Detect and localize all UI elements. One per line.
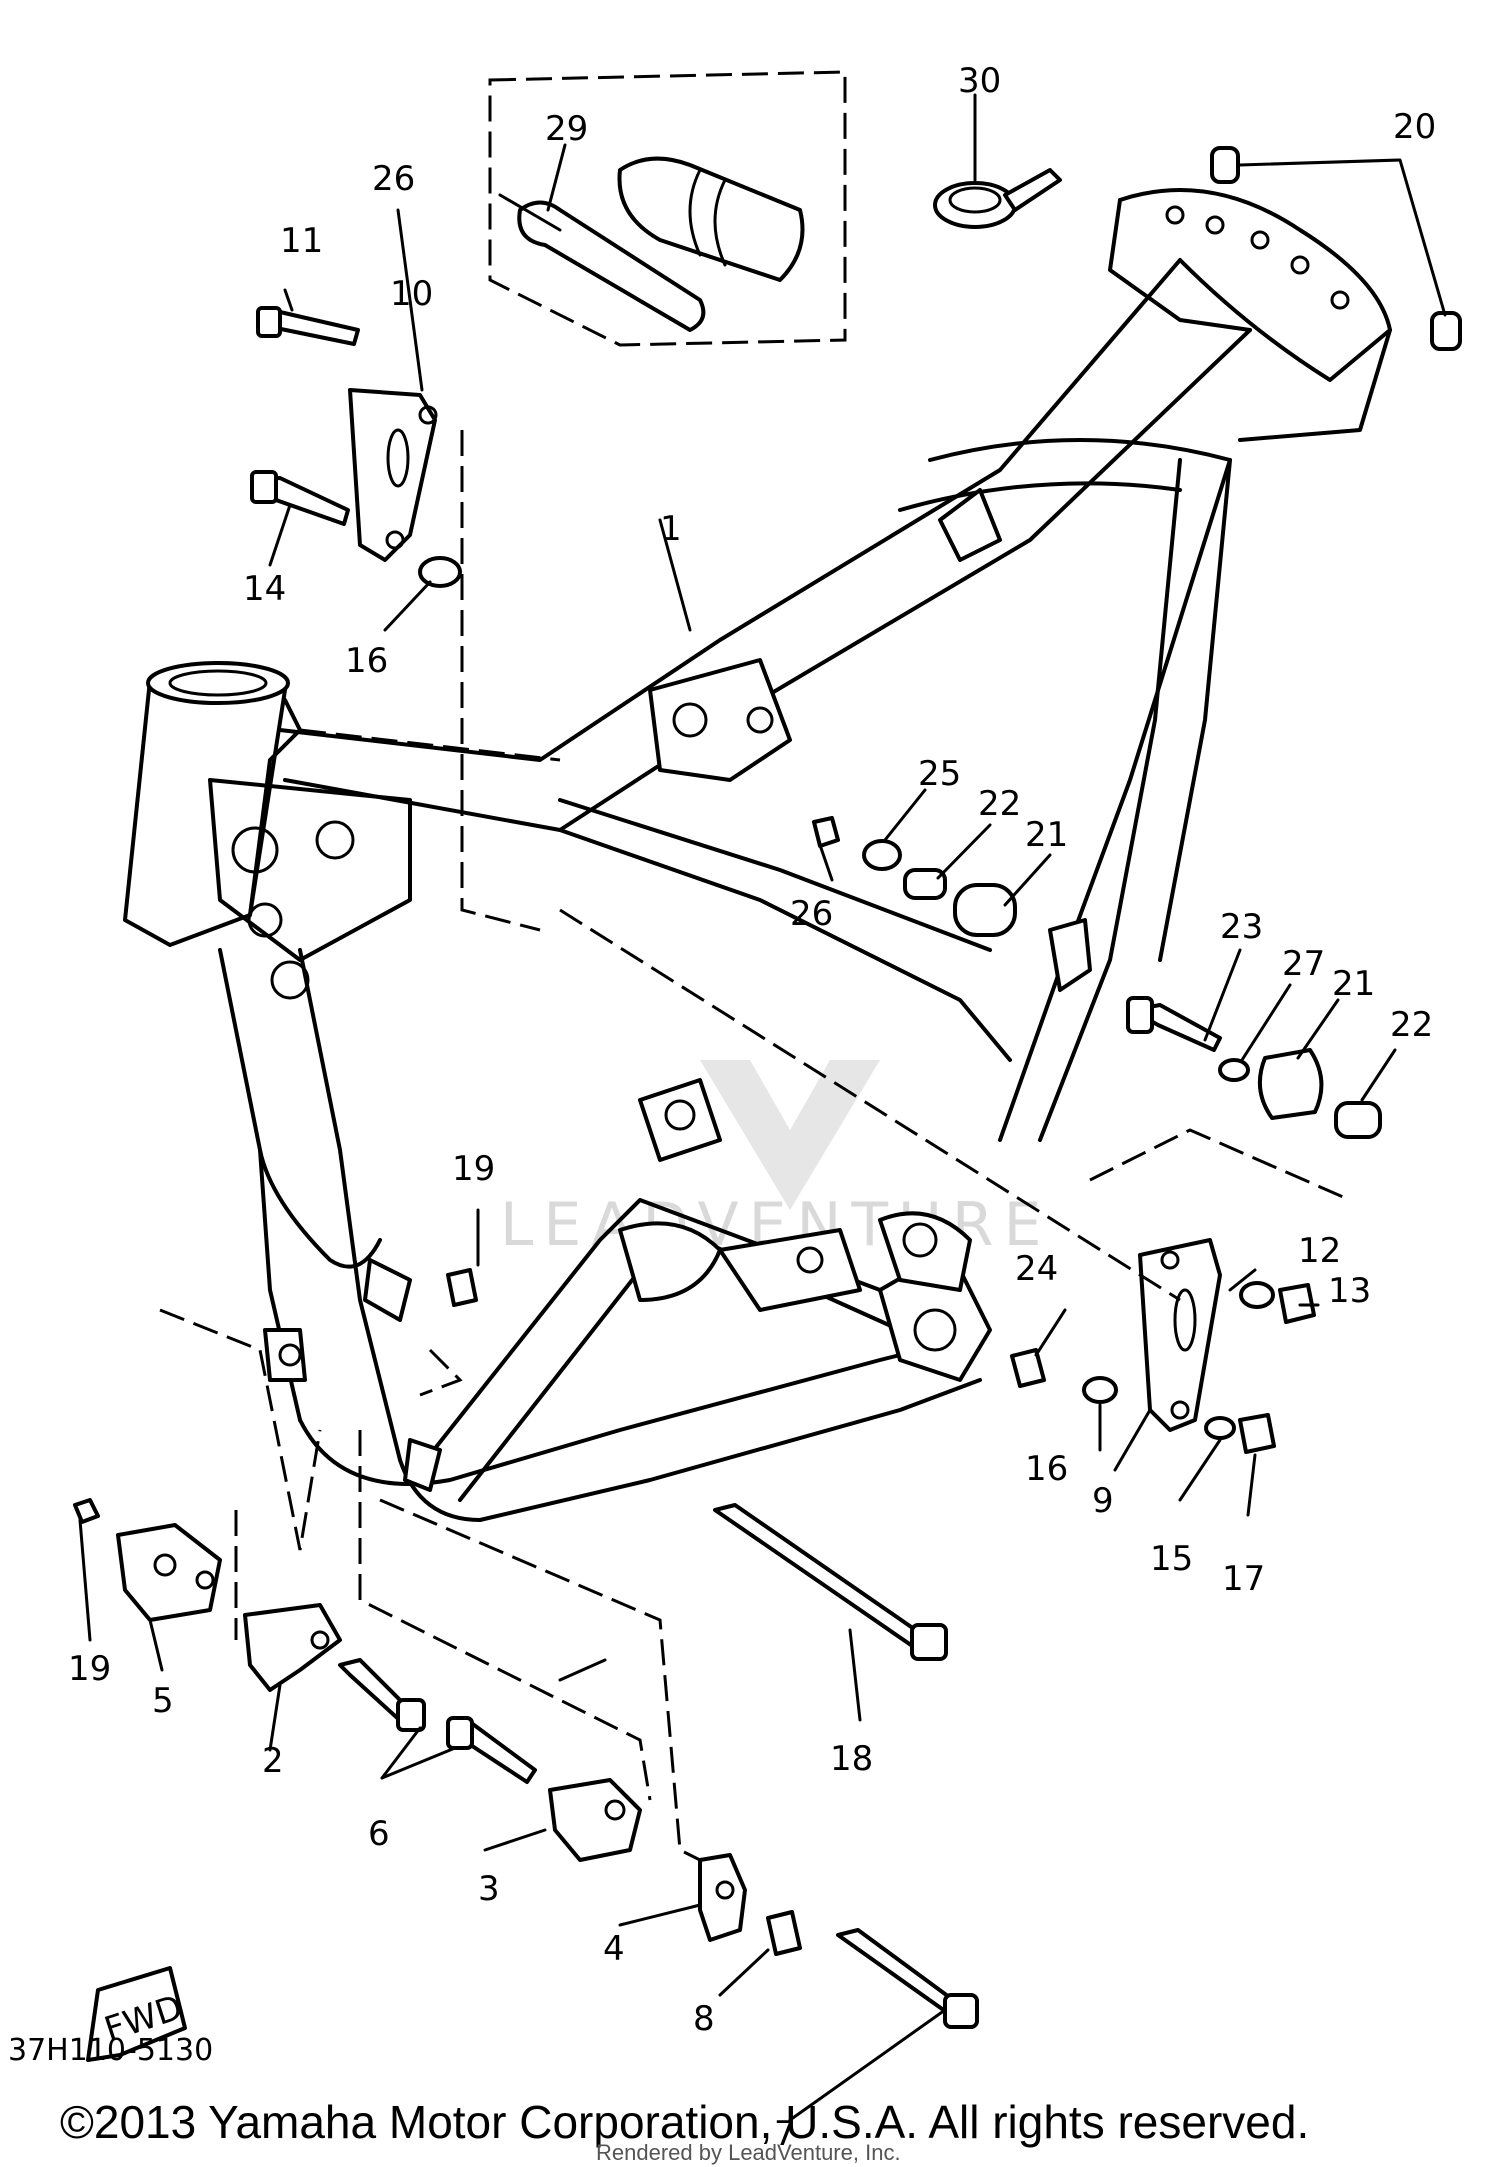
callout-7: 7 [774,2114,796,2154]
callout-10: 10 [390,274,433,314]
copyright-notice: ©2013 Yamaha Motor Corporation, U.S.A. A… [60,2096,1310,2148]
callout-1: 1 [660,509,682,549]
callout-26a: 26 [372,159,415,199]
callout-8: 8 [693,1999,715,2039]
callout-18: 18 [830,1739,873,1779]
callout-3: 3 [478,1869,500,1909]
diagram-code: 37H110-5130 [8,2033,213,2068]
callout-22b: 22 [1390,1005,1433,1045]
callout-9: 9 [1092,1481,1114,1521]
rendered-by-notice: Rendered by LeadVenture, Inc. [596,2140,901,2165]
callout-30: 30 [958,61,1001,101]
callout-27: 27 [1282,944,1325,984]
callout-19b: 19 [68,1649,111,1689]
callout-25: 25 [918,754,961,794]
callout-16a: 16 [345,641,388,681]
callout-21b: 21 [1332,964,1375,1004]
callout-16b: 16 [1025,1449,1068,1489]
callout-29: 29 [545,109,588,149]
main-frame [123,188,1392,1522]
assembly-lines [159,430,1351,1862]
callout-22a: 22 [978,784,1021,824]
callout-15: 15 [1150,1539,1193,1579]
callout-4: 4 [603,1929,625,1969]
callout-21a: 21 [1025,815,1068,855]
callout-23: 23 [1220,907,1263,947]
callout-19a: 19 [452,1149,495,1189]
watermark: LEADVENTURE [500,1060,1042,1260]
callout-5: 5 [152,1681,174,1721]
callout-2: 2 [262,1741,284,1781]
callout-14: 14 [243,569,286,609]
callout-20: 20 [1393,107,1436,147]
callout-6: 6 [368,1814,390,1854]
callout-26b: 26 [790,894,833,934]
hardware: FWD [73,306,1382,2062]
callout-17: 17 [1222,1559,1265,1599]
leader-lines [78,93,1447,2122]
callout-12: 12 [1298,1231,1341,1271]
callout-labels: 1 2 3 4 5 6 7 8 9 10 11 12 13 14 15 16 1… [68,61,1436,2154]
callout-11: 11 [280,221,323,261]
toolkit-group [488,70,1462,351]
callout-13: 13 [1328,1271,1371,1311]
callout-24: 24 [1015,1249,1058,1289]
